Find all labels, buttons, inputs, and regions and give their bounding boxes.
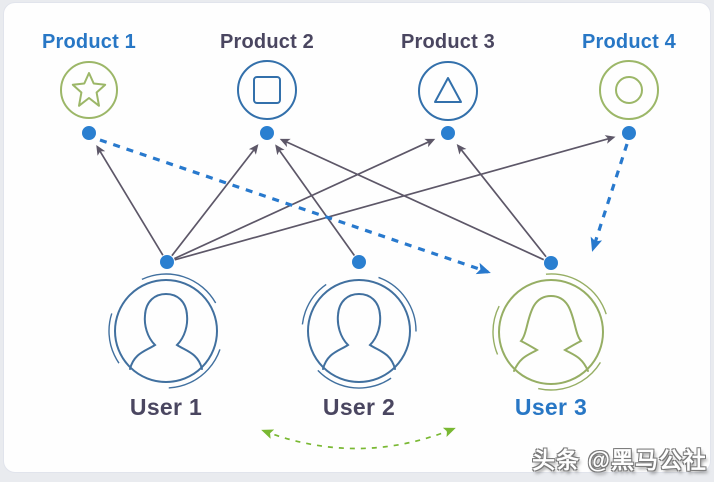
product4-dot — [622, 126, 636, 140]
user3-sketch-arcs — [492, 273, 610, 391]
purchase-arrow-user3-product3 — [456, 143, 547, 258]
product4-circle — [599, 60, 659, 120]
product1-dot — [82, 126, 96, 140]
square-icon — [253, 76, 281, 104]
triangle-icon — [434, 77, 462, 103]
user-node-3: User 3 — [492, 256, 610, 420]
user3-dot — [544, 256, 558, 270]
product2-circle — [237, 60, 297, 120]
user3-avatar-circle — [498, 279, 604, 385]
user3-label: User 3 — [515, 394, 587, 420]
product3-dot — [441, 126, 455, 140]
purchase-arrow-user1-product4 — [174, 135, 616, 261]
user1-sketch-arcs — [108, 273, 224, 389]
product3-label: Product 3 — [401, 31, 495, 53]
user1-label: User 1 — [130, 394, 202, 420]
recommendation-arrow-product4-user3 — [590, 143, 629, 252]
product1-label: Product 1 — [42, 31, 136, 53]
product2-label: Product 2 — [220, 31, 314, 53]
male-avatar-icon — [129, 292, 203, 370]
user1-dot — [160, 255, 174, 269]
watermark: 头条 @黑马公社 — [532, 447, 707, 473]
diagram-card: Product 1 Product 2 Product 3 Product 4 … — [3, 2, 711, 473]
purchase-arrow-user1-product3 — [173, 138, 436, 260]
user2-sketch-arcs — [301, 273, 417, 389]
purchase-arrow-user2-product2 — [275, 144, 356, 256]
diagram-canvas: Product 1 Product 2 Product 3 Product 4 … — [42, 31, 677, 450]
product1-circle — [60, 61, 118, 119]
product2-dot — [260, 126, 274, 140]
male-avatar-icon — [322, 292, 396, 370]
circle-icon — [615, 76, 643, 104]
purchase-arrow-user1-product2 — [171, 144, 259, 257]
female-avatar-icon — [513, 294, 589, 372]
star-icon — [71, 72, 107, 107]
product4-label: Product 4 — [582, 31, 677, 53]
product3-circle — [418, 61, 478, 121]
purchase-arrow-user1-product1 — [96, 144, 164, 256]
user2-dot — [352, 255, 366, 269]
user-node-1: User 1 — [108, 255, 224, 420]
product-node-3: Product 3 — [401, 31, 495, 140]
edge-layer — [96, 135, 629, 275]
product-node-2: Product 2 — [220, 31, 314, 140]
similarity-arrow — [261, 427, 456, 450]
user1-avatar-circle — [114, 279, 218, 383]
purchase-arrow-user3-product2 — [279, 138, 545, 261]
user2-label: User 2 — [323, 394, 395, 420]
user-node-2: User 2 — [301, 255, 417, 420]
user2-avatar-circle — [307, 279, 411, 383]
product-node-4: Product 4 — [582, 31, 677, 140]
product-node-1: Product 1 — [42, 31, 136, 140]
recommendation-arrow-product1-user3 — [99, 138, 491, 275]
